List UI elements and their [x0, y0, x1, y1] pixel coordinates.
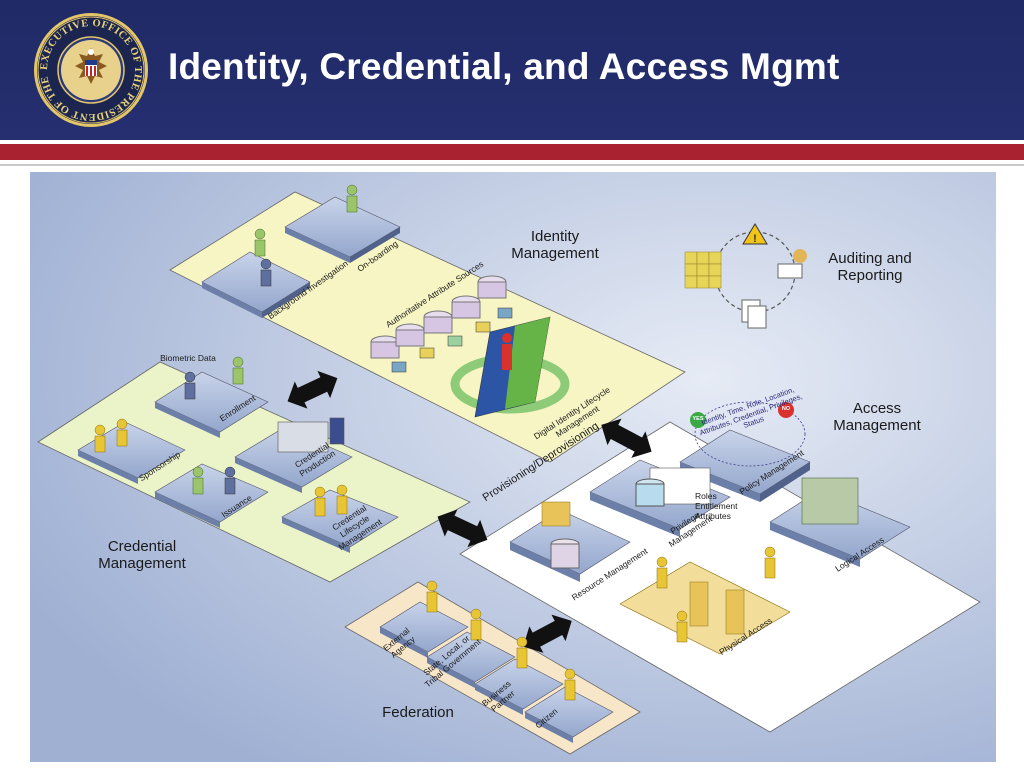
federation-state-tile: [426, 631, 516, 688]
slide-header: EXECUTIVE OFFICE OF THE PRESIDENT OF THE…: [0, 0, 1024, 140]
credential-people-icon: [94, 418, 348, 517]
entitlement-label: Entitlement Attributes: [695, 501, 738, 521]
background-investigation-tile: [201, 251, 311, 318]
credential-production-tile: [234, 417, 353, 493]
header-divider: [0, 140, 1024, 144]
diagram-canvas: !: [30, 172, 996, 762]
omb-seal-icon: EXECUTIVE OFFICE OF THE PRESIDENT OF THE…: [33, 12, 148, 127]
header-red-stripe: [0, 144, 1024, 160]
auditing-reporting-label: Auditing and Reporting: [828, 250, 912, 285]
digital-identity-lifecycle-icon: [450, 316, 570, 418]
federation-people-icon: [426, 546, 776, 701]
onboarding-tile: [284, 196, 401, 263]
resource-management-tile: [509, 501, 631, 582]
operator-people-icon: [184, 258, 272, 495]
policy-attribute-ring-icon: [690, 401, 806, 467]
yes-badge: YES: [692, 416, 704, 422]
applicant-people-icon: [192, 184, 358, 495]
logical-access-tile: [769, 477, 911, 567]
svg-text:!: !: [753, 233, 757, 245]
connector-arrows-icon: [287, 370, 652, 653]
biometric-data-label: Biometric Data: [160, 353, 216, 363]
enrollment-tile: [154, 371, 269, 438]
federation-label: Federation: [382, 704, 454, 721]
access-management-label: Access Management: [833, 400, 921, 435]
federation-citizen-tile: [524, 686, 614, 743]
header-underline: [0, 164, 1024, 166]
credential-management-label: Credential Management: [98, 538, 186, 573]
authoritative-sources-databases: [370, 275, 507, 359]
icam-diagram: !: [30, 172, 996, 762]
auditing-reporting-icon: !: [684, 223, 807, 329]
federation-business-tile: [474, 658, 564, 715]
page-title: Identity, Credential, and Access Mgmt: [168, 46, 840, 87]
roles-label: Roles: [695, 491, 717, 501]
no-badge: NO: [781, 406, 791, 412]
credential-lifecycle-tile: [281, 489, 399, 553]
identity-management-label: Identity Management: [511, 228, 599, 263]
federation-external-tile: [379, 601, 469, 658]
privilege-management-tile: [589, 459, 731, 537]
issuance-tile: [154, 463, 269, 528]
puzzle-pieces-icon: [391, 307, 513, 373]
